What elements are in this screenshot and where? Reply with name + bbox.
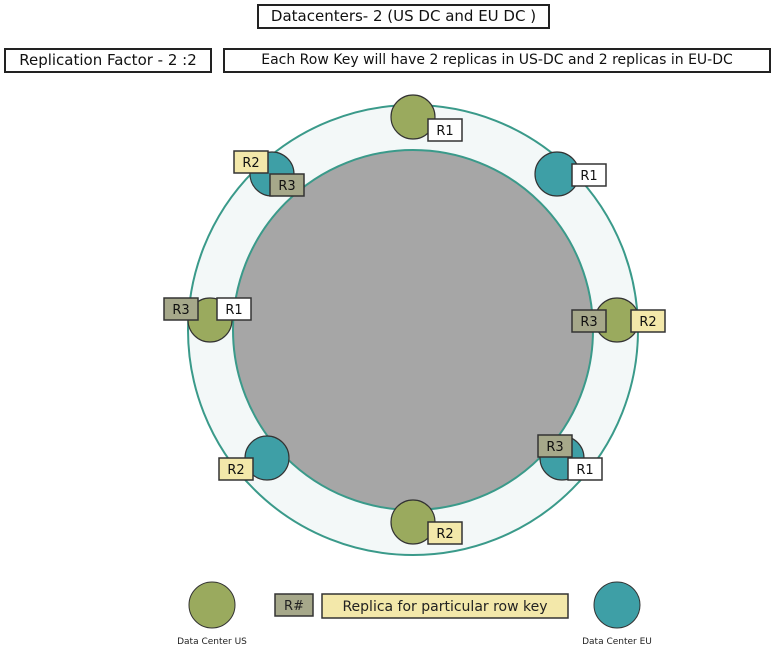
legend-replica-tag-box [274, 593, 314, 617]
replica-tag-label: R3 [580, 315, 597, 330]
replication-factor-text: Replication Factor - 2 :2 [19, 51, 197, 69]
replica-tag-label: R2 [242, 156, 259, 171]
diagram-title-text: Datacenters- 2 (US DC and EU DC ) [270, 7, 537, 25]
diagram-title: Datacenters- 2 (US DC and EU DC ) [257, 4, 550, 29]
legend: Data Center US R# Replica for particular… [177, 581, 652, 647]
replica-tag-box [216, 297, 252, 321]
legend-us-label: Data Center US [177, 637, 247, 647]
replica-note-text: Each Row Key will have 2 replicas in US-… [261, 52, 733, 68]
replica-tag-label: R2 [227, 463, 244, 478]
legend-eu-label: Data Center EU [582, 637, 652, 647]
replica-tag-box [269, 173, 305, 197]
replica-tag-box [630, 309, 666, 333]
replica-tag-label: R1 [576, 463, 593, 478]
replica-tag-label: R3 [172, 303, 189, 318]
replica-tag-label: R1 [436, 124, 453, 139]
ring-node-us-dc: R2 [390, 499, 463, 545]
replica-tag-label: R1 [580, 169, 597, 184]
replica-tag-box [218, 457, 254, 481]
replica-tag-box [233, 150, 269, 174]
us-dc-node-circle [390, 94, 436, 140]
ring-node-us-dc: R1 [390, 94, 463, 142]
replica-tag-label: R2 [639, 315, 656, 330]
legend-replica-desc-box [321, 593, 569, 619]
replica-tag-box [567, 457, 603, 481]
legend-eu-circle [593, 581, 641, 629]
replica-tag-label: R1 [225, 303, 242, 318]
legend-replica-tag: R# [284, 599, 304, 614]
ring-node-eu-dc: R2 [218, 435, 290, 481]
ring-node-us-dc: R3 R1 [163, 297, 252, 343]
replica-tag-box [571, 309, 607, 333]
replica-tag-box [427, 521, 463, 545]
ring-node-us-dc: R3 R2 [571, 297, 666, 343]
replica-tag-label: R3 [546, 440, 563, 455]
replica-tag-box [163, 297, 199, 321]
replica-tag-label: R2 [436, 527, 453, 542]
replication-factor-label: Replication Factor - 2 :2 [4, 48, 212, 73]
replica-note-label: Each Row Key will have 2 replicas in US-… [223, 48, 771, 73]
ring-node-eu-dc: R1 [534, 151, 607, 197]
legend-us-circle [188, 581, 236, 629]
replica-tag-label: R3 [278, 179, 295, 194]
legend-replica-desc: Replica for particular row key [342, 599, 547, 615]
replica-tag-box [571, 163, 607, 187]
replica-tag-box [537, 434, 573, 458]
replica-tag-box [427, 118, 463, 142]
